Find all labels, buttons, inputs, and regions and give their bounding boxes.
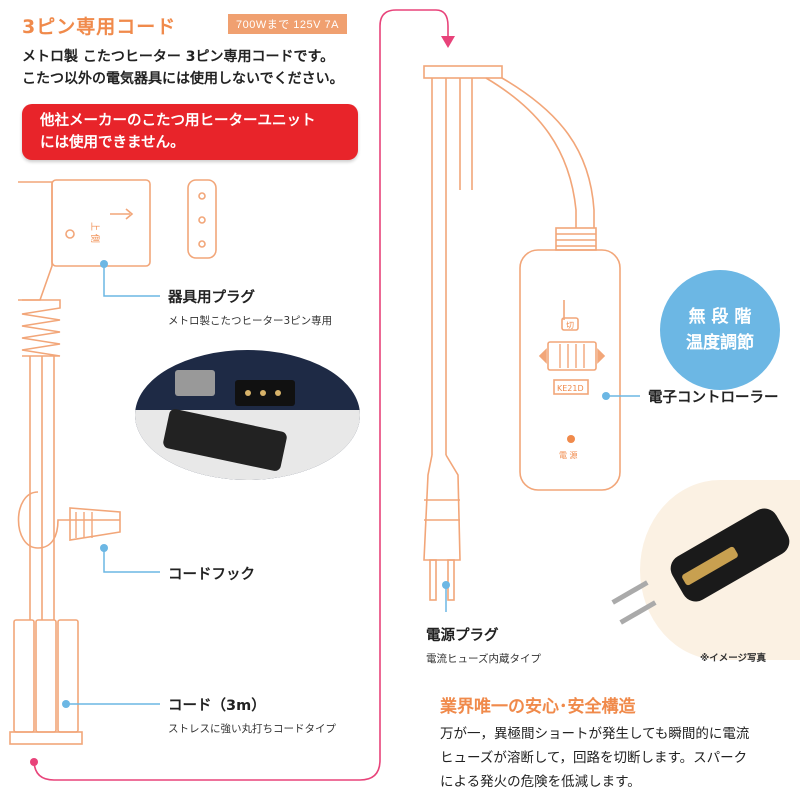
plug-sublabel: メトロ製こたつヒーター3ピン専用 xyxy=(168,315,333,327)
hook-label: コードフック xyxy=(168,567,255,583)
plug-marking: 上 側 xyxy=(89,222,101,243)
section-title: 3ピン専用コード xyxy=(22,16,177,38)
connector-line xyxy=(33,9,449,781)
cord-callout: コード（3m） ストレスに強い丸打ちコードタイプ xyxy=(168,694,336,736)
power-plug-callout: 電源プラグ 電流ヒューズ内蔵タイプ xyxy=(426,624,541,666)
safety-line-1: 万が一，異極間ショートが発生しても瞬間的に電流 xyxy=(440,726,750,742)
pin-socket-detail xyxy=(187,179,217,259)
plug-callout: 器具用プラグ メトロ製こたつヒーター3ピン専用 xyxy=(168,286,332,328)
model-label: KE21D xyxy=(557,384,584,393)
intro-line-1: メトロ製 こたつヒーター 3ピン専用コードです。 xyxy=(22,49,335,65)
plug-label: 器具用プラグ xyxy=(168,290,255,306)
safety-line-3: による発火の危険を低減します。 xyxy=(440,774,641,790)
warning-line-2: には使用できません。 xyxy=(40,135,185,151)
power-led xyxy=(567,435,575,443)
spec-badge: 700Wまで 125V 7A xyxy=(228,14,347,34)
safety-body: 万が一，異極間ショートが発生しても瞬間的に電流 ヒューズが溶断して，回路を切断し… xyxy=(440,722,749,794)
appliance-plug-neck xyxy=(18,181,53,301)
photo-note: ※イメージ写真 xyxy=(700,653,767,664)
power-plug-sublabel: 電流ヒューズ内蔵タイプ xyxy=(426,653,541,665)
power-plug-label: 電源プラグ xyxy=(426,628,499,644)
appliance-plug-body xyxy=(51,179,151,267)
intro-text: メトロ製 こたつヒーター 3ピン専用コードです。 こたつ以外の電気器具には使用し… xyxy=(22,46,344,90)
callout-dot-hook xyxy=(100,544,108,552)
cord-hook-outline xyxy=(17,491,121,549)
callout-dot-controller xyxy=(602,392,610,400)
power-plug-outline xyxy=(423,454,461,561)
safety-title: 業界唯一の安心･安全構造 xyxy=(440,697,636,717)
stepless-badge: 無 段 階 温度調節 xyxy=(660,270,780,390)
controller-body xyxy=(519,249,621,491)
callout-dot-plug xyxy=(100,260,108,268)
fuse-plug-photo xyxy=(611,480,800,660)
warning-box: 他社メーカーのこたつ用ヒーターユニット には使用できません。 xyxy=(22,104,358,160)
intro-line-2: こたつ以外の電気器具には使用しないでください。 xyxy=(22,71,344,87)
cord-sublabel: ストレスに強い丸打ちコードタイプ xyxy=(168,723,336,735)
badge-line-1: 無 段 階 xyxy=(688,307,752,327)
plug-strain-relief xyxy=(21,299,61,357)
power-indicator-label: 電 源 xyxy=(559,451,578,460)
safety-line-2: ヒューズが溶断して，回路を切断します。スパーク xyxy=(440,750,748,766)
cord-label: コード（3m） xyxy=(168,698,266,714)
plug-photo xyxy=(135,350,360,480)
callout-dot-cord xyxy=(62,700,70,708)
callout-dot-power-plug xyxy=(442,581,450,589)
switch-off-label: 切 xyxy=(566,321,574,330)
controller-label: 電子コントローラー xyxy=(648,390,779,406)
warning-line-1: 他社メーカーのこたつ用ヒーターユニット xyxy=(40,113,316,129)
badge-line-2: 温度調節 xyxy=(686,333,754,353)
